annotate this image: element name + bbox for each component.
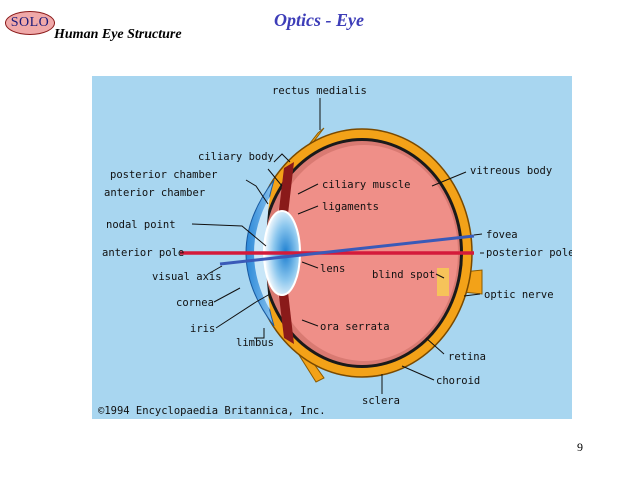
label-optic-nerve: optic nerve — [484, 289, 554, 301]
iris-lower — [278, 288, 294, 344]
label-ciliary-muscle: ciliary muscle — [322, 179, 411, 191]
label-visual-axis: visual axis — [152, 271, 222, 283]
label-anterior-chamber: anterior chamber — [104, 187, 205, 199]
solo-badge: SOLO — [5, 11, 55, 35]
page-number: 9 — [577, 440, 583, 454]
eye-diagram-svg: rectus medialis ciliary body posterior c… — [92, 76, 575, 419]
label-blind-spot: blind spot — [372, 269, 435, 281]
label-vitreous-body: vitreous body — [470, 165, 552, 177]
label-choroid: choroid — [436, 375, 480, 387]
eye-diagram: rectus medialis ciliary body posterior c… — [92, 76, 575, 419]
label-fovea: fovea — [486, 229, 518, 241]
label-cornea: cornea — [176, 297, 214, 309]
iris-upper — [278, 162, 294, 218]
label-ciliary-body: ciliary body — [198, 151, 274, 163]
blind-spot-region — [437, 268, 449, 296]
label-iris: iris — [190, 323, 215, 335]
leader-lines — [191, 98, 484, 394]
label-anterior-pole: anterior pole — [102, 247, 184, 259]
label-lens: lens — [320, 263, 345, 275]
label-limbus: limbus — [236, 337, 274, 349]
slide-title: Optics - Eye — [274, 10, 364, 30]
solo-badge-text: SOLO — [10, 15, 50, 30]
label-ora-serrata: ora serrata — [320, 321, 390, 333]
visual-axis-line — [219, 234, 475, 266]
label-nodal-point: nodal point — [106, 219, 176, 231]
label-posterior-pole: posterior pole — [486, 247, 572, 259]
label-posterior-chamber: posterior chamber — [110, 169, 217, 181]
slide-subtitle: Human Eye Structure — [54, 27, 182, 42]
label-rectus-medialis: rectus medialis — [272, 85, 367, 97]
copyright-notice: ©1994 Encyclopaedia Britannica, Inc. — [98, 405, 326, 417]
label-ligaments: ligaments — [322, 201, 379, 213]
label-retina: retina — [448, 351, 486, 363]
label-sclera: sclera — [362, 395, 400, 407]
